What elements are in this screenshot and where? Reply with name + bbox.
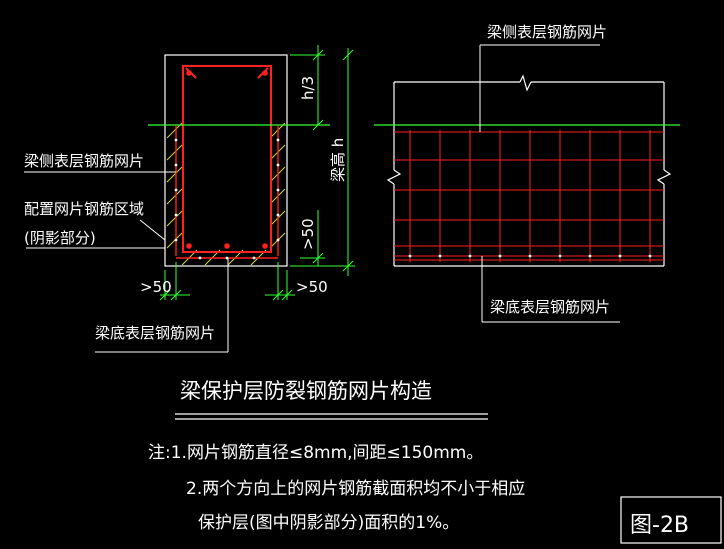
label-mesh-region-line2: (阴影部分) xyxy=(24,229,96,247)
figure-label: 图-2B xyxy=(630,513,689,538)
label-bottom-mesh-left: 梁底表层钢筋网片 xyxy=(95,324,215,342)
beam-cross-section: 梁侧表层钢筋网片 配置网片钢筋区域 (阴影部分) 梁底表层钢筋网片 >50 >5… xyxy=(24,45,355,353)
elevation-outline xyxy=(386,74,672,267)
title-block: 梁保护层防裂钢筋网片构造 xyxy=(175,379,488,420)
figure-label-frame xyxy=(620,496,722,544)
label-mesh-region-line1: 配置网片钢筋区域 xyxy=(24,200,144,218)
vertical-dimensions xyxy=(290,45,355,276)
note-line-2: 2.两个方向上的网片钢筋截面积均不小于相应 xyxy=(186,479,525,499)
main-rebar-dots xyxy=(186,70,268,249)
mesh-bar-dots xyxy=(174,138,280,260)
figure-label-box: 图-2B xyxy=(620,496,722,544)
elevation-bar-dots xyxy=(408,254,652,258)
label-side-mesh-right: 梁侧表层钢筋网片 xyxy=(487,23,607,41)
dim-h3: h/3 xyxy=(299,76,317,100)
stirrup-rebar xyxy=(182,65,272,253)
dim-beam-height: 梁高 h xyxy=(329,138,347,182)
note-line-1: 注:1.网片钢筋直径≤8mm,间距≤150mm。 xyxy=(148,443,483,463)
beam-section-outline xyxy=(164,54,288,267)
beam-side-elevation: 梁侧表层钢筋网片 梁底表层钢筋网片 xyxy=(374,23,680,323)
label-side-mesh-left: 梁侧表层钢筋网片 xyxy=(24,152,144,170)
dim-50-left: >50 xyxy=(140,278,172,296)
horizontal-dimensions xyxy=(159,262,295,301)
notes-block: 注:1.网片钢筋直径≤8mm,间距≤150mm。 2.两个方向上的网片钢筋截面积… xyxy=(148,443,525,533)
dim-50-right: >50 xyxy=(296,278,328,296)
label-bottom-mesh-right: 梁底表层钢筋网片 xyxy=(490,298,610,316)
drawing-title: 梁保护层防裂钢筋网片构造 xyxy=(180,379,432,403)
dim-50-vertical: >50 xyxy=(299,218,317,250)
side-mesh-grid xyxy=(394,130,664,262)
note-line-3: 保护层(图中阴影部分)面积的1%。 xyxy=(198,513,459,533)
right-leader-lines xyxy=(479,44,620,323)
left-leader-lines xyxy=(24,171,229,353)
